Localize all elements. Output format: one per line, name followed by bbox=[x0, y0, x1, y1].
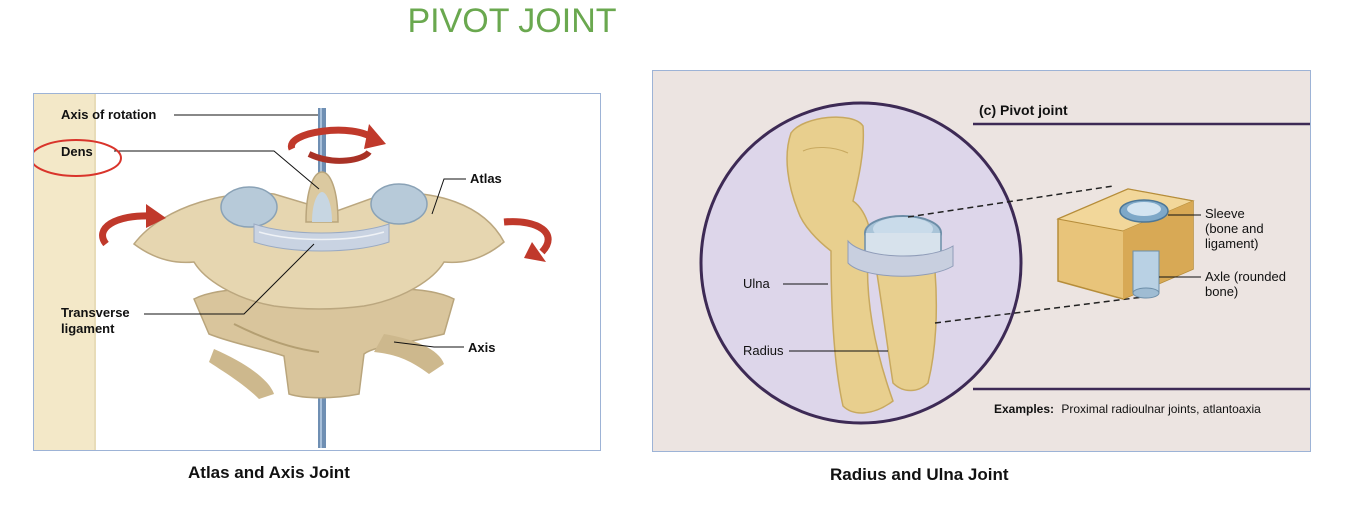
page-title: PIVOT JOINT bbox=[407, 2, 617, 40]
examples-line: Examples: Proximal radioulnar joints, at… bbox=[994, 402, 1261, 416]
connector-bottom bbox=[934, 296, 1144, 324]
background-strip bbox=[34, 94, 94, 450]
examples-label: Examples: bbox=[994, 402, 1054, 416]
label-sleeve: Sleeve bbox=[1205, 206, 1245, 221]
label-sleeve-detail-2: ligament) bbox=[1205, 236, 1258, 251]
sleeve-axle-model bbox=[1056, 188, 1195, 300]
label-transverse: Transverse bbox=[61, 305, 130, 320]
label-ulna: Ulna bbox=[743, 276, 771, 291]
label-radius: Radius bbox=[743, 343, 784, 358]
leader-dens bbox=[114, 150, 320, 190]
caption-radius-ulna: Radius and Ulna Joint bbox=[830, 465, 1009, 484]
heading-pivot-joint: (c) Pivot joint bbox=[979, 102, 1068, 118]
label-axle-detail: bone) bbox=[1205, 284, 1238, 299]
label-axle: Axle (rounded bbox=[1205, 269, 1286, 284]
leader-axis bbox=[393, 341, 464, 348]
ulna-bone bbox=[786, 116, 894, 414]
leader-atlas bbox=[431, 178, 466, 215]
rotation-arrow-right bbox=[503, 218, 552, 262]
label-sleeve-detail-1: (bone and bbox=[1205, 221, 1264, 236]
connector-top bbox=[907, 185, 1114, 218]
radius-ulna-figure: (c) Pivot joint bbox=[652, 70, 1311, 452]
leader-transverse-ligament bbox=[144, 243, 315, 315]
radius-ulna-illustration: (c) Pivot joint bbox=[699, 101, 1310, 425]
atlas-vertebra bbox=[132, 171, 505, 310]
rotation-arrow-top bbox=[288, 124, 386, 164]
label-axis: Axis bbox=[468, 340, 495, 355]
dens-highlight-circle bbox=[34, 139, 122, 177]
label-ligament: ligament bbox=[61, 321, 115, 336]
atlas-axis-illustration: Axis of rotation Dens Atlas Transverse l… bbox=[34, 94, 552, 450]
annular-ligament bbox=[847, 239, 954, 277]
examples-text: Proximal radioulnar joints, atlantoaxia bbox=[1061, 402, 1261, 416]
caption-atlas-axis: Atlas and Axis Joint bbox=[188, 463, 350, 482]
label-atlas: Atlas bbox=[470, 171, 502, 186]
axis-vertebra bbox=[193, 288, 455, 399]
strip-edge bbox=[94, 94, 96, 450]
atlas-axis-figure: Axis of rotation Dens Atlas Transverse l… bbox=[33, 93, 601, 451]
rotation-arrow-left bbox=[99, 204, 166, 247]
label-dens: Dens bbox=[61, 144, 93, 159]
label-axis-of-rotation: Axis of rotation bbox=[61, 107, 156, 122]
radius-head bbox=[864, 215, 942, 261]
